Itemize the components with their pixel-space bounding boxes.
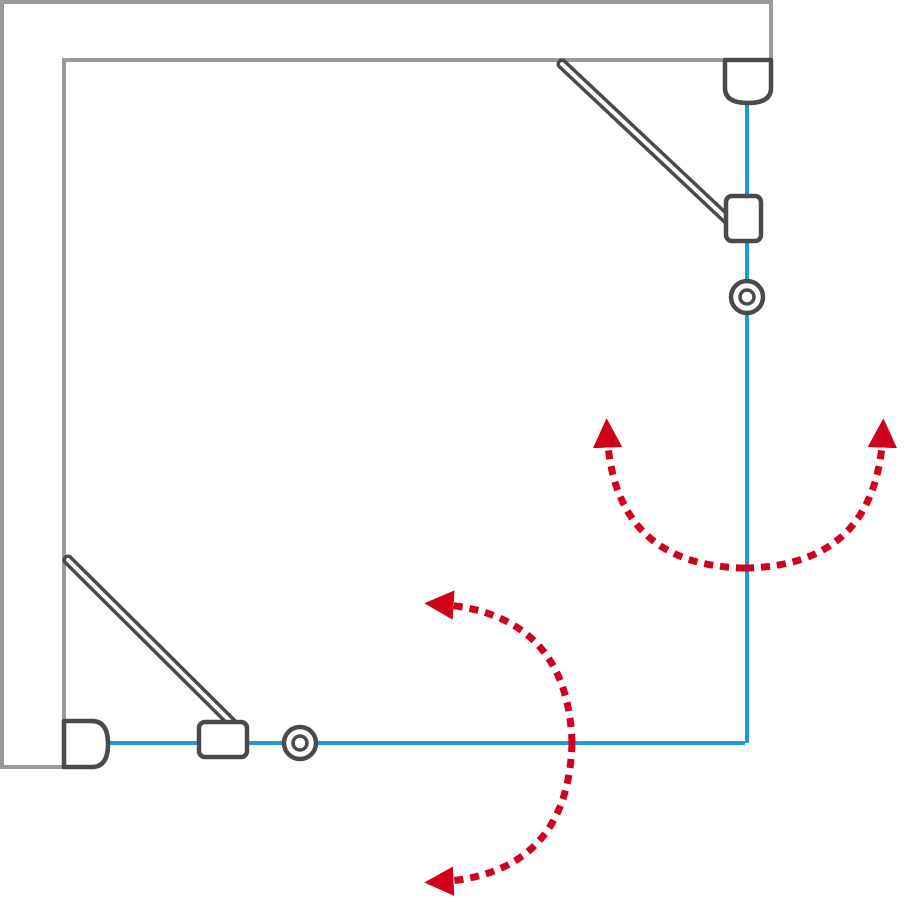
support-bar-icon xyxy=(62,554,238,729)
hinge-icon xyxy=(61,718,111,770)
door-handle-icon xyxy=(281,724,319,762)
support-bar-icon xyxy=(556,58,736,228)
hinge-icon xyxy=(722,57,774,106)
swing-arrow-icon xyxy=(424,590,576,744)
hinge-icon xyxy=(196,719,250,760)
wall-icon xyxy=(0,0,773,769)
swing-arrow-icon xyxy=(592,418,746,572)
hinge-icon xyxy=(723,193,764,244)
swing-arrow-icon xyxy=(424,742,576,896)
door-handle-icon xyxy=(728,278,766,316)
swing-arrow-icon xyxy=(744,418,898,572)
